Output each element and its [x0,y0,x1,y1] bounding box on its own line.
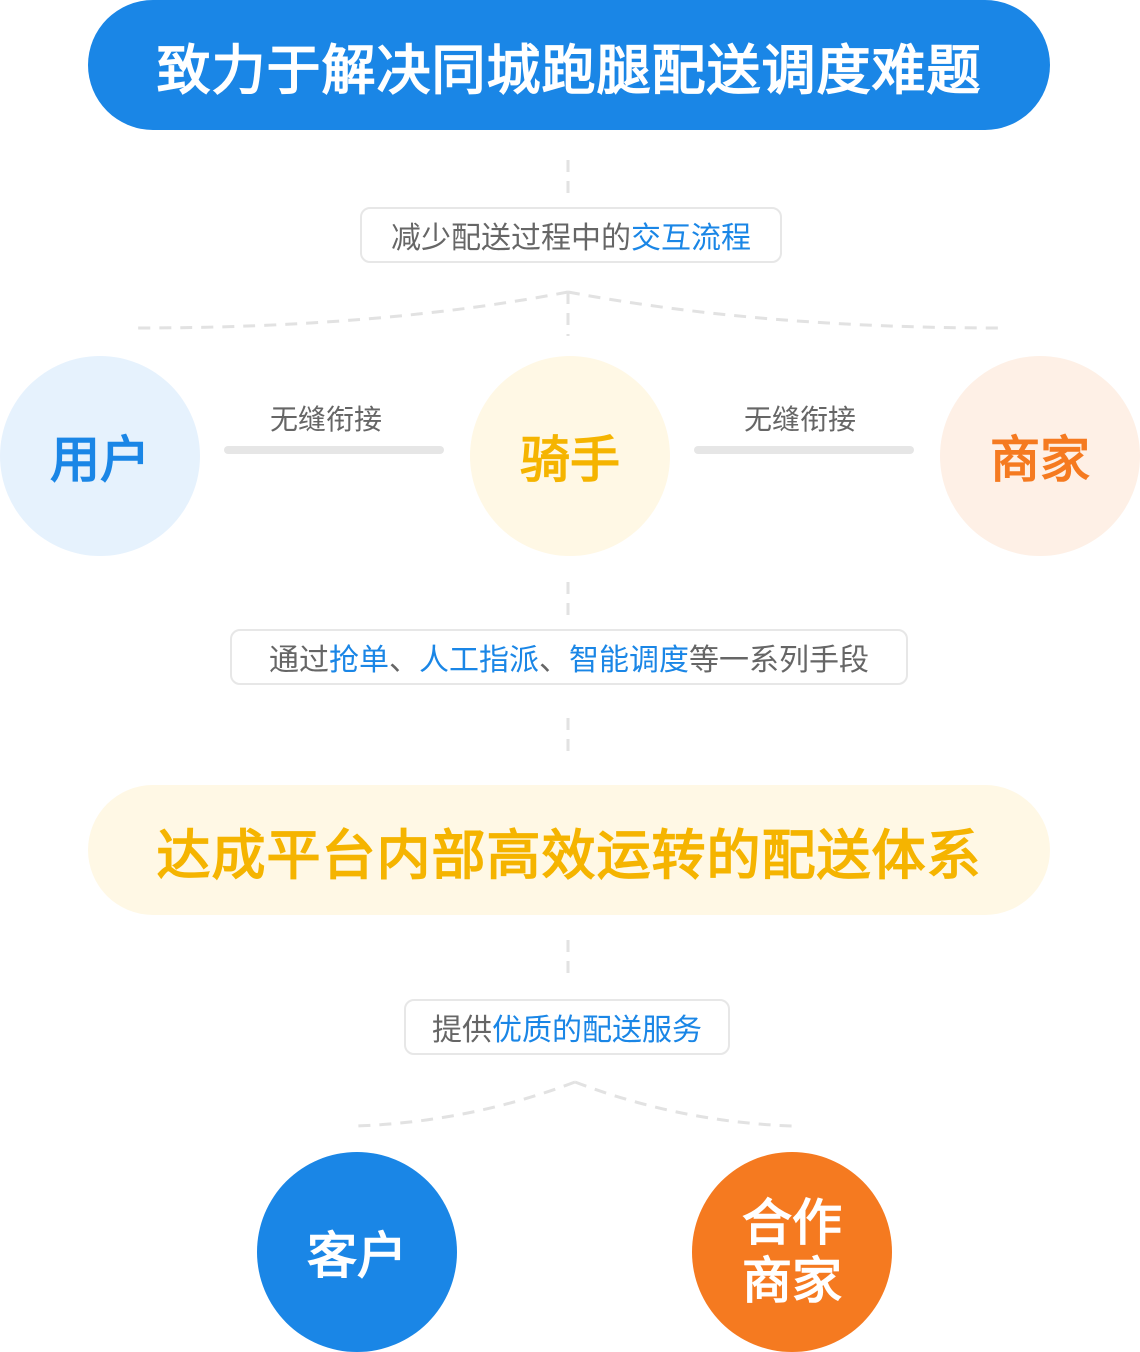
tag2-method-assign: 人工指派 [419,643,539,678]
header-title: 致力于解决同城跑腿配送调度难题 [156,38,982,102]
goal-banner: 达成平台内部高效运转的配送体系 [88,785,1050,915]
tag2-separator: 、 [389,643,419,678]
tag1-prefix: 减少配送过程中的 [391,221,631,256]
tag2-method-smart: 智能调度 [569,643,689,678]
link-left-bar [224,446,444,454]
node-user: 用户 [0,356,200,556]
goal-title: 达成平台内部高效运转的配送体系 [156,823,982,887]
node-user-label: 用户 [50,431,150,489]
connector-branch-right [567,290,1001,330]
target-partner-line1: 合作 [742,1194,842,1252]
connector-branch-left [135,290,569,330]
target-client-label: 客户 [307,1227,407,1285]
node-rider: 骑手 [470,356,670,556]
tag-reduce-interaction: 减少配送过程中的交互流程 [360,207,782,263]
node-rider-label: 骑手 [520,431,620,489]
target-partner-merchant: 合作 商家 [692,1152,892,1352]
tag-methods: 通过抢单、人工指派、智能调度等一系列手段 [230,629,908,685]
link-right-bar [694,446,914,454]
link-right-label: 无缝衔接 [744,403,857,436]
tag2-suffix: 等一系列手段 [689,643,869,678]
tag3-highlight: 优质的配送服务 [492,1013,702,1048]
link-left-label: 无缝衔接 [270,403,383,436]
target-partner-line2: 商家 [742,1252,842,1310]
header-banner: 致力于解决同城跑腿配送调度难题 [88,0,1050,130]
connector-split-right [574,1080,793,1128]
target-client: 客户 [257,1152,457,1352]
node-merchant-label: 商家 [990,431,1090,489]
tag3-prefix: 提供 [432,1013,492,1048]
tag2-separator: 、 [539,643,569,678]
tag2-method-grab: 抢单 [329,643,389,678]
connector-split-left [355,1080,576,1128]
tag-service: 提供优质的配送服务 [404,999,730,1055]
tag2-prefix: 通过 [269,643,329,678]
node-merchant: 商家 [940,356,1140,556]
tag1-highlight: 交互流程 [631,221,751,256]
